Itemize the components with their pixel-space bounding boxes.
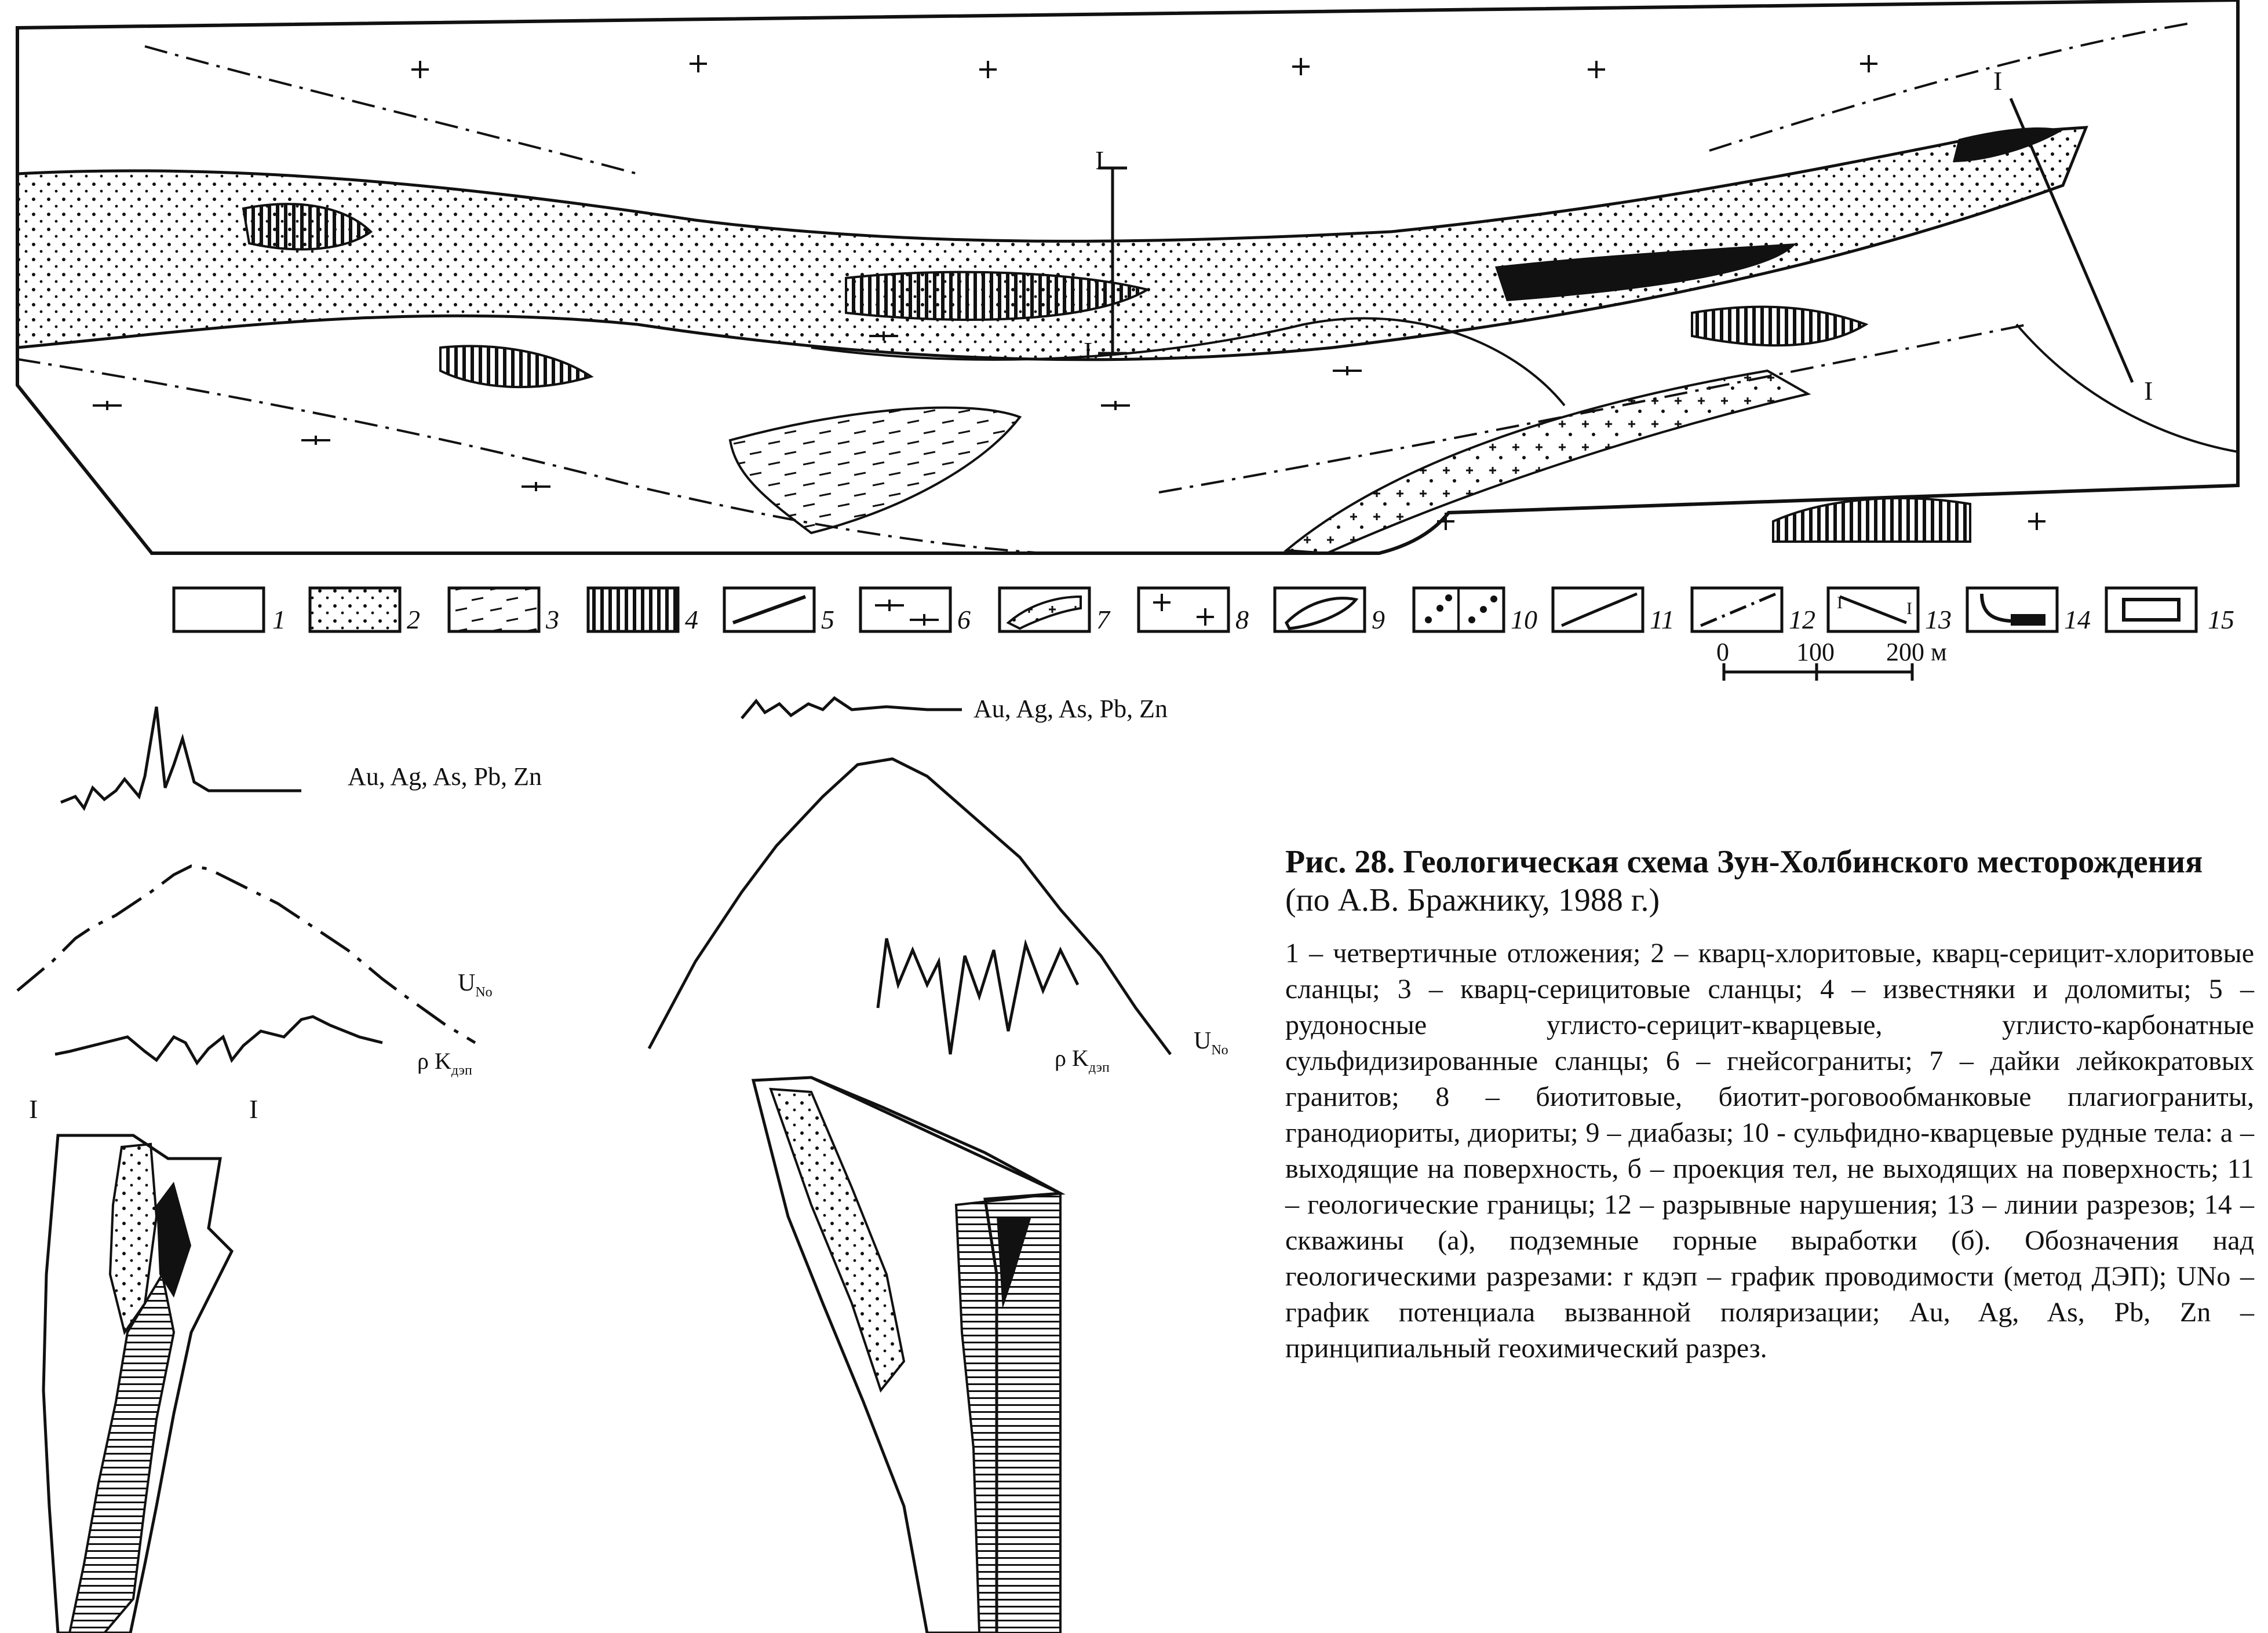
cross-section-right: Au, Ag, As, Pb, Zn UNo ρ Kдэп — [647, 695, 1228, 1633]
caption-body: 1 – четвертичные отложения; 2 – кварц-хл… — [1285, 938, 2254, 1364]
unit-limestone-lens — [242, 203, 373, 251]
scale-tick-label: 0 — [1716, 638, 1729, 666]
conductivity-curve — [876, 938, 1080, 1055]
gneissogranite-symbols — [93, 331, 1362, 491]
legend-number: 1 — [272, 605, 286, 634]
legend-number: 5 — [821, 605, 834, 634]
legend-item-5: 5 — [723, 586, 834, 634]
geochem-profile — [741, 696, 962, 719]
u-label: UNo — [458, 970, 493, 1000]
legend-number: 15 — [2208, 605, 2234, 634]
svg-text:I: I — [1906, 599, 1912, 618]
unit-limestone-lens — [1772, 497, 1971, 543]
geochem-profile — [60, 706, 301, 811]
section-end-left: I — [29, 1094, 38, 1124]
svg-text:I: I — [1837, 593, 1843, 612]
legend-item-12: 12 — [1690, 586, 1815, 634]
unit-ore-bearing-schist — [1953, 127, 2063, 162]
u-label: UNo — [1194, 1028, 1228, 1058]
legend-item-1: 1 — [172, 586, 286, 634]
potential-curve — [647, 757, 1172, 1055]
granite-symbols — [411, 55, 2045, 530]
legend-item-9: 9 — [1273, 586, 1385, 634]
unit-limestone-lens — [439, 345, 594, 389]
legend-number: 2 — [407, 605, 420, 634]
section-end-right: I — [249, 1094, 258, 1124]
unit-quartz-sericite-schist — [728, 406, 1022, 535]
potential-curve — [16, 864, 476, 1044]
legend-number: 12 — [1789, 605, 1815, 634]
unit-quartz-chlorite-schist — [16, 126, 2088, 361]
section-label: I — [1095, 145, 1104, 175]
limestone-band — [68, 1271, 176, 1633]
legend-item-7: 7 — [998, 586, 1111, 634]
caption-title-bold: Рис. 28. Геологическая схема Зун-Холбинс… — [1285, 844, 2203, 880]
legend-number: 3 — [545, 605, 559, 634]
black-schist-band — [156, 1182, 191, 1298]
figure-caption: Рис. 28. Геологическая схема Зун-Холбинс… — [1285, 843, 2254, 1367]
legend-number: 9 — [1372, 605, 1385, 634]
legend-item-11: 11 — [1551, 586, 1675, 634]
legend-number: 14 — [2064, 605, 2091, 634]
legend-number: 11 — [1650, 605, 1675, 634]
legend-number: 13 — [1925, 605, 1952, 634]
geological-boundary — [811, 317, 1566, 407]
unit-limestone-lens — [845, 271, 1151, 321]
unit-limestone-lens — [1691, 305, 1869, 347]
legend-number: 8 — [1235, 605, 1249, 634]
conductivity-curve — [54, 1015, 383, 1066]
unit-plagiogranite-belt — [1283, 369, 1811, 555]
legend-item-14: 14 — [1966, 586, 2091, 634]
legend-number: 4 — [685, 605, 698, 634]
legend-number: 10 — [1511, 605, 1537, 634]
legend-item-3: 3 — [447, 586, 559, 634]
legend-item-6: 6 — [859, 586, 971, 634]
fault-line — [17, 358, 1044, 554]
legend-item-13: I I 13 — [1826, 586, 1952, 634]
section-label: I — [1084, 337, 1092, 366]
legend-item-4: 4 — [586, 586, 698, 634]
legend-item-10: 10 — [1412, 586, 1537, 634]
geological-map: I I I I — [16, 0, 2240, 555]
map-legend: 1 2 3 4 5 6 7 8 9 10 — [172, 586, 2234, 634]
fault-line — [144, 45, 638, 175]
caption-title: Рис. 28. Геологическая схема Зун-Холбинс… — [1285, 843, 2254, 919]
section-label: I — [2144, 376, 2153, 405]
legend-number: 6 — [957, 605, 971, 634]
geological-boundary — [2015, 323, 2238, 453]
legend-number: 7 — [1096, 605, 1111, 634]
section-line — [1098, 98, 2134, 383]
ore-band — [108, 1142, 158, 1335]
geochem-label: Au, Ag, As, Pb, Zn — [348, 762, 542, 791]
fault-line — [1158, 323, 2029, 494]
legend-item-2: 2 — [308, 586, 420, 634]
black-schist-band — [997, 1216, 1031, 1309]
cross-section-left: Au, Ag, As, Pb, Zn UNo ρ Kдэп I I — [16, 706, 542, 1633]
scale-tick-label: 100 — [1796, 638, 1835, 666]
section-label: I — [1993, 66, 2002, 96]
ore-band — [769, 1087, 906, 1393]
scale-tick-label: 200 м — [1886, 638, 1947, 666]
rho-label: ρ Kдэп — [417, 1048, 472, 1078]
legend-item-15: 15 — [2105, 586, 2234, 634]
caption-title-source: (по А.В. Бражнику, 1988 г.) — [1285, 882, 1660, 918]
rho-label: ρ Kдэп — [1055, 1045, 1110, 1075]
geochem-label: Au, Ag, As, Pb, Zn — [973, 695, 1168, 723]
unit-ore-bearing-schist — [1495, 243, 1796, 301]
scale-bar: 0 100 200 м — [1716, 638, 1947, 681]
legend-item-8: 8 — [1137, 586, 1249, 634]
